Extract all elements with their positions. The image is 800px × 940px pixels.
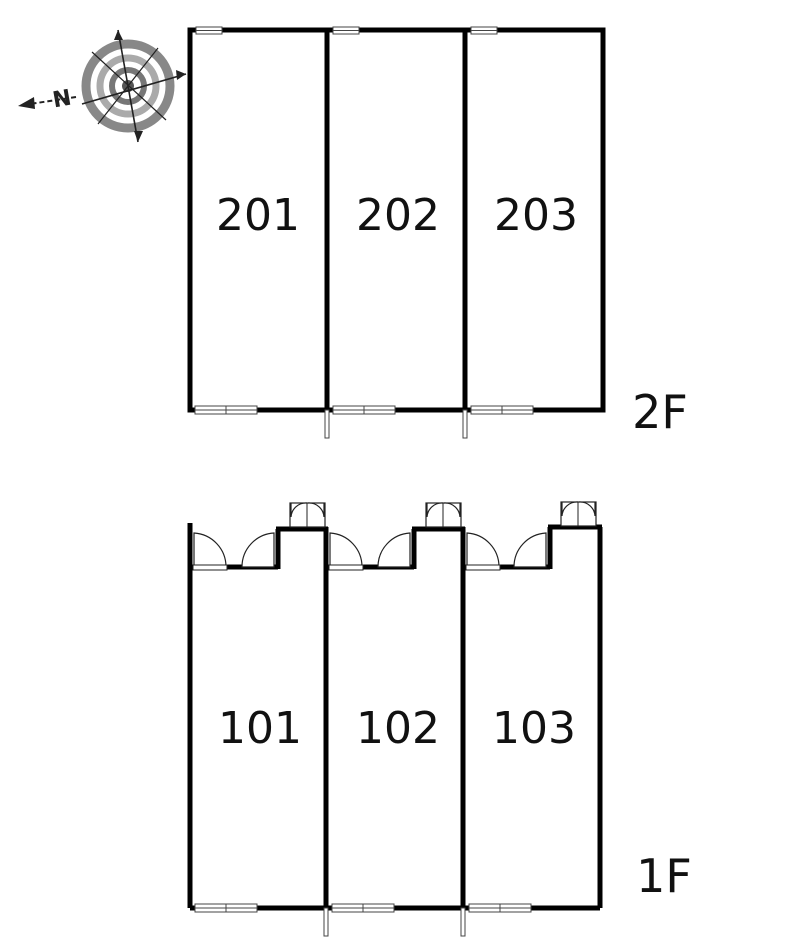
double-door-icon	[425, 502, 462, 528]
sliding-window-icon	[331, 903, 395, 913]
entrance-103	[465, 501, 602, 571]
sliding-window-icon	[470, 405, 534, 415]
double-door-icon	[289, 502, 326, 528]
window-icon	[332, 26, 360, 35]
door-swing-icon	[513, 532, 547, 568]
window-icon	[195, 26, 223, 35]
sliding-window-icon	[194, 405, 258, 415]
door-swing-icon	[193, 532, 227, 568]
window-icon	[470, 26, 498, 35]
compass-icon	[18, 29, 187, 143]
double-door-icon	[560, 501, 597, 527]
sliding-window-icon	[194, 903, 258, 913]
room-label: 103	[492, 703, 576, 754]
door-swing-icon	[377, 532, 411, 568]
door-swing-icon	[329, 532, 363, 568]
floor-1f-plan	[187, 501, 603, 937]
garden-partition	[323, 907, 466, 937]
sliding-window-icon	[468, 903, 532, 913]
floor-label: 2F	[632, 385, 688, 439]
door-swing-icon	[241, 532, 275, 568]
door-swing-icon	[466, 532, 500, 568]
balcony-partition	[324, 409, 468, 439]
room-label: 101	[218, 703, 302, 754]
compass-north-label: N	[51, 86, 73, 114]
room-label: 202	[356, 190, 440, 241]
sliding-window-icon	[332, 405, 396, 415]
floor-label: 1F	[636, 849, 692, 903]
room-label: 201	[216, 190, 300, 241]
room-label: 203	[494, 190, 578, 241]
entrance-101	[192, 502, 328, 571]
room-label: 102	[356, 703, 440, 754]
floor-2f-plan	[187, 26, 606, 439]
entrance-102	[328, 502, 465, 571]
